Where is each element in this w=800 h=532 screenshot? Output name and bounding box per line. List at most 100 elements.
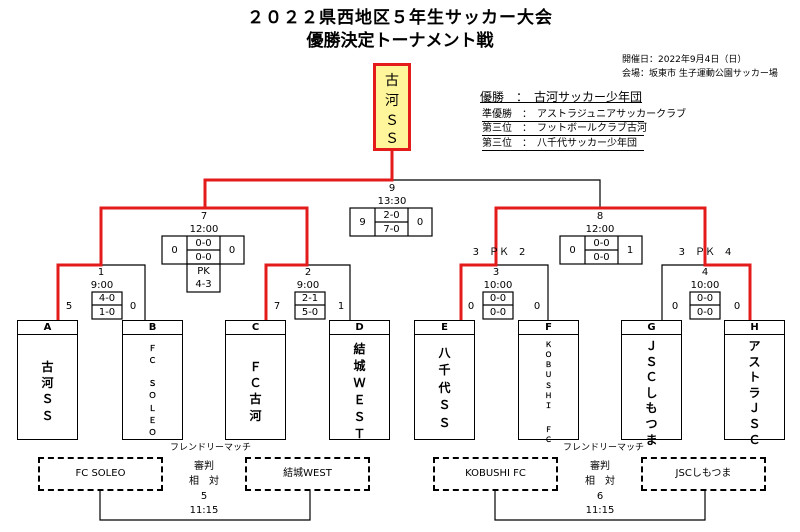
team-char: Ｏ: [545, 351, 552, 360]
match-8-half-2: 0-0: [593, 252, 610, 263]
team-letter: G: [622, 321, 681, 335]
match-4-pk: 3 ＰＫ 4: [678, 247, 732, 258]
result-runner-up: 準優勝 ： アストラジュニアサッカークラブ: [482, 109, 687, 122]
match-3-number: 3: [492, 267, 500, 278]
team-box-h: H ア ス ト ラ Ｊ Ｓ Ｃ: [724, 320, 785, 447]
event-date: 開催日：2022年9月4日（日）: [622, 55, 747, 65]
match-2-score-left: 7: [273, 301, 281, 312]
red-path-c2: [264, 263, 309, 322]
match-2-time: 9:00: [296, 280, 320, 291]
team-letter: D: [330, 321, 389, 335]
match-7-number: 7: [200, 211, 208, 222]
match-1-half-1: 4-0: [98, 293, 116, 304]
friendly-left-referee: 審判: [194, 461, 214, 472]
friendly-left-time: 11:15: [189, 505, 219, 516]
match-4-half-2: 0-0: [696, 307, 714, 318]
team-char: 河: [41, 376, 54, 391]
match-8-score-left: 0: [569, 245, 576, 256]
page-title: ２０２２県西地区５年生サッカー大会: [247, 8, 553, 28]
match-4-time: 10:00: [690, 280, 720, 291]
team-name: 八 千 代 Ｓ Ｓ: [415, 345, 474, 432]
team-char: し: [645, 385, 658, 400]
team-char: Ｓ: [645, 354, 658, 369]
red-path-final-left: [203, 178, 394, 210]
red-path-e3: [459, 263, 498, 322]
score-box-m9: [349, 207, 433, 237]
team-name: 古 河 Ｓ Ｓ: [18, 359, 77, 424]
team-box-b: B Ｆ Ｃ Ｓ Ｏ Ｌ Ｅ Ｏ: [122, 320, 183, 440]
event-venue: 会場：坂東市 生子運動公園サッカー場: [622, 69, 778, 79]
champion-char: 河: [385, 93, 399, 109]
team-char: つ: [645, 416, 658, 431]
friendly-right-number: 6: [596, 491, 604, 502]
match-1-half-2: 1-0: [98, 307, 116, 318]
team-char: Ｏ: [148, 428, 157, 438]
team-char: ラ: [748, 385, 761, 400]
team-char: Ｓ: [41, 408, 54, 423]
team-char: Ｆ: [148, 344, 157, 353]
team-letter: H: [725, 321, 784, 335]
pk-box-m7: [186, 263, 221, 293]
page-subtitle: 優勝決定トーナメント戦: [306, 31, 494, 51]
match-7-half-2: 0-0: [195, 252, 212, 263]
team-char: Ｗ: [353, 376, 366, 391]
team-char: Ｃ: [645, 370, 658, 385]
match-3-score-left: 0: [467, 301, 475, 312]
friendly-right-referee-mutual: 相 対: [585, 476, 615, 487]
team-char: ア: [748, 339, 761, 353]
team-char: Ｈ: [545, 391, 552, 400]
team-name: Ｋ Ｏ Ｂ Ｕ Ｓ Ｈ Ｉ Ｆ Ｃ: [519, 340, 578, 445]
friendly-label-right: フレンドリーマッチ: [563, 443, 645, 453]
team-letter: F: [519, 321, 578, 335]
match-9-score-right: 0: [416, 217, 424, 228]
red-path-a1: [56, 263, 103, 322]
friendly-right-time: 11:15: [585, 505, 615, 516]
champion-char: Ｓ: [385, 131, 399, 147]
team-char: 城: [353, 359, 366, 374]
team-char: 代: [438, 380, 451, 395]
team-box-c: C Ｆ Ｃ 古 河: [225, 320, 286, 440]
score-box-m8: [559, 235, 643, 265]
match-7-pk-label: PK: [197, 266, 210, 277]
team-char: Ｏ: [148, 391, 157, 401]
match-3-pk: 3 ＰＫ 2: [472, 247, 526, 258]
friendly-left-number: 5: [200, 491, 208, 502]
champion-box: 古 河 Ｓ Ｓ: [373, 63, 411, 151]
line-friendly-right: [494, 490, 706, 521]
match-8-half-1: 0-0: [593, 238, 610, 249]
team-char: Ｓ: [438, 415, 451, 430]
team-char: Ｓ: [545, 381, 552, 390]
match-3-time: 10:00: [483, 280, 513, 291]
match-8-number: 8: [596, 211, 604, 222]
team-char: Ｉ: [545, 401, 552, 410]
match-9-number: 9: [388, 183, 396, 194]
match-7-half-1: 0-0: [195, 238, 212, 249]
team-char: Ｃ: [545, 436, 552, 445]
match-8-score-right: 1: [626, 245, 634, 256]
team-char: Ｃ: [249, 376, 262, 391]
champion-char: Ｓ: [385, 113, 399, 129]
team-name: 結 城 Ｗ Ｅ Ｓ Ｔ: [330, 341, 389, 443]
red-path-e8: [494, 206, 602, 267]
match-4-number: 4: [701, 267, 709, 278]
red-path-a7: [99, 206, 207, 267]
team-char: Ｕ: [545, 371, 552, 380]
result-champion: 優勝 ： 古河サッカー少年団: [480, 90, 643, 104]
team-char: 結: [353, 342, 366, 356]
match-2-score-right: 1: [337, 301, 345, 312]
friendly-left-team2: 結城WEST: [245, 457, 370, 491]
team-char: Ｅ: [353, 393, 366, 408]
team-char: Ｊ: [645, 339, 658, 353]
match-4-score-right: 0: [733, 301, 741, 312]
match-7-time: 12:00: [189, 224, 219, 235]
line-friendly-left: [99, 490, 311, 521]
team-char: ト: [748, 370, 761, 385]
team-char: Ｆ: [249, 360, 262, 374]
team-char: Ｂ: [545, 361, 552, 370]
match-9-half-2: 7-0: [383, 224, 400, 235]
team-char: Ｓ: [353, 410, 366, 425]
match-4-half-1: 0-0: [696, 293, 714, 304]
match-2-half-1: 2-1: [301, 293, 319, 304]
match-1-time: 9:00: [90, 280, 114, 291]
team-letter: C: [226, 321, 285, 335]
